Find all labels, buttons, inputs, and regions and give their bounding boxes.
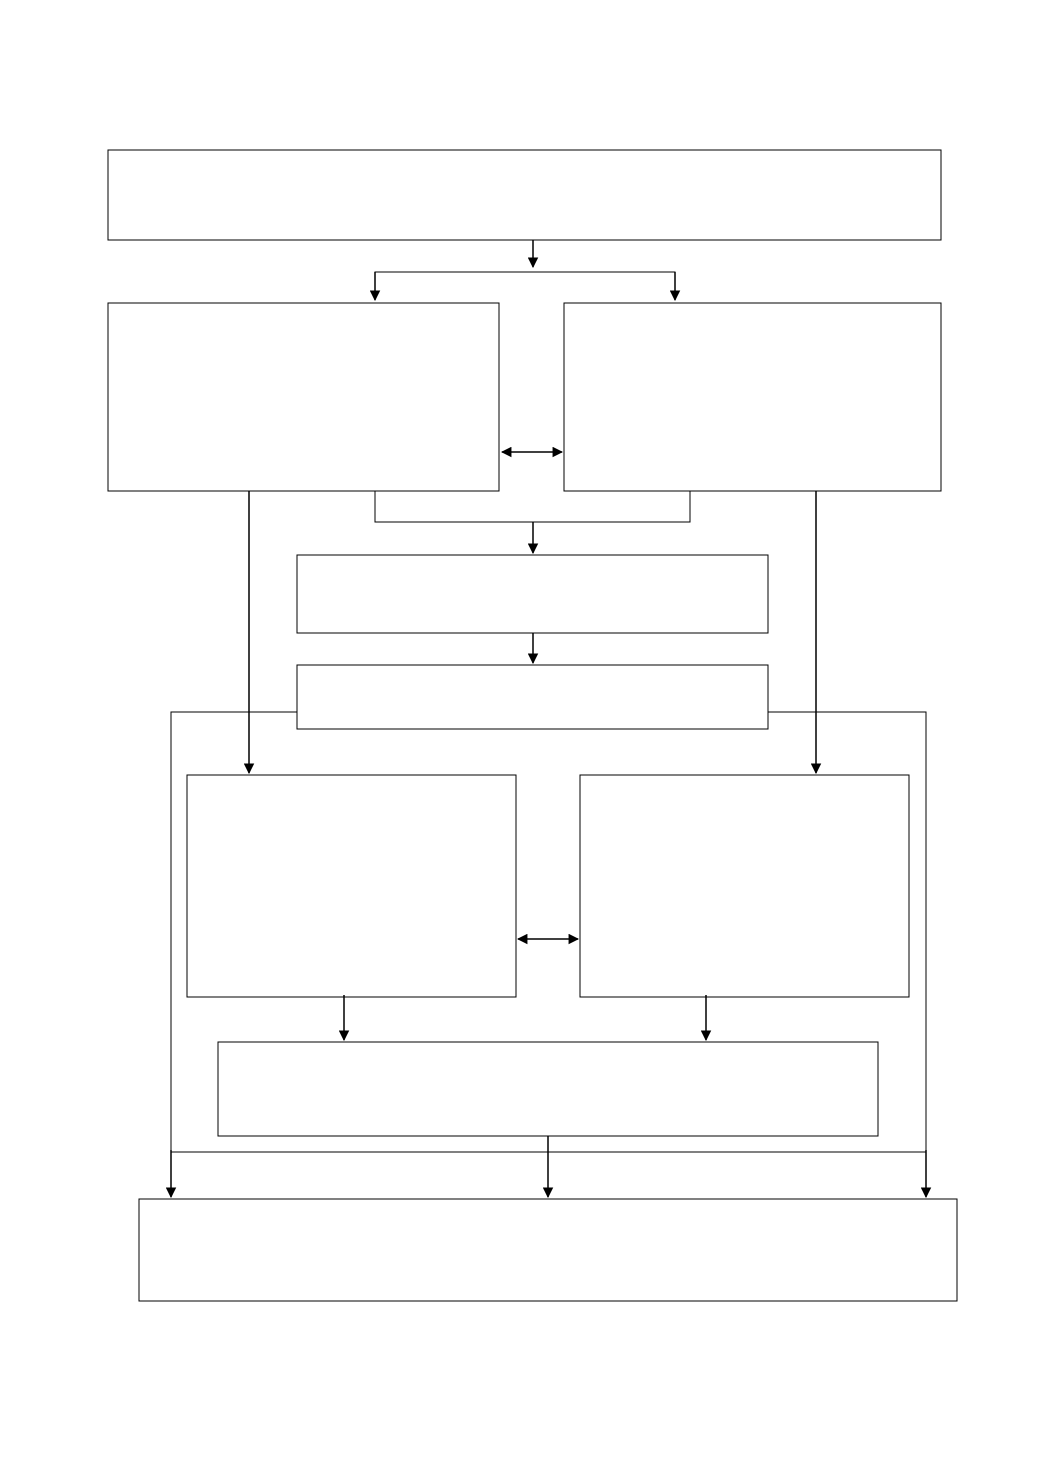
middle-box-1 <box>296 554 769 634</box>
right-lower-box <box>579 774 910 998</box>
split-line-top <box>374 271 676 300</box>
join-line-upper <box>374 491 691 523</box>
left-upper-box <box>107 302 500 492</box>
left-lower-box <box>186 774 517 998</box>
merge-box <box>217 1041 879 1137</box>
middle-box-2 <box>296 664 769 730</box>
bottom-box <box>138 1198 958 1302</box>
top-box <box>107 149 942 241</box>
frame-line-left <box>170 711 297 1197</box>
frame-line-right <box>768 711 927 1197</box>
right-upper-box <box>563 302 942 492</box>
